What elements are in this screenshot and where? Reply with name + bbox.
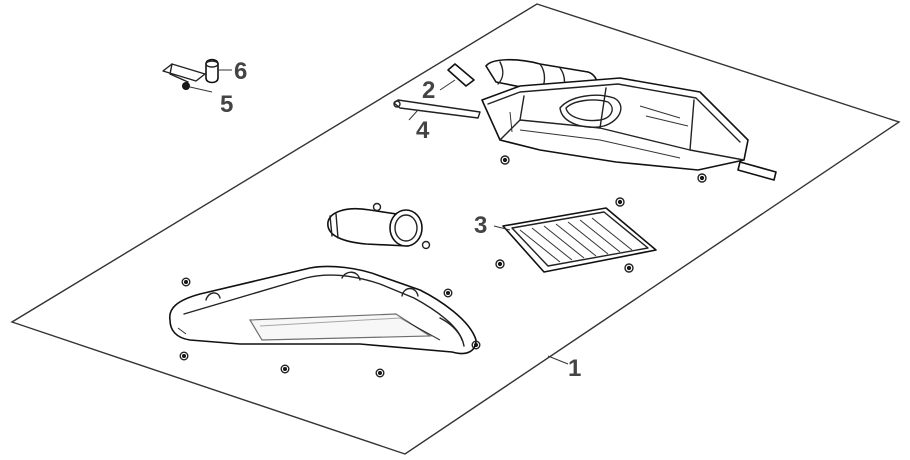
callout-4: 4: [416, 117, 430, 144]
part-4-drain-rod: [393, 99, 481, 121]
leader-line-1: [547, 355, 569, 365]
part-6-breather-tube: [162, 58, 232, 84]
upper-airbox-housing: [481, 58, 777, 183]
callout-5: 5: [220, 91, 233, 118]
callout-2: 2: [422, 77, 435, 104]
callout-3: 3: [474, 212, 487, 239]
part-2-strip: [439, 63, 475, 91]
lower-airbox-cover: [169, 265, 481, 378]
intake-duct: [327, 202, 431, 250]
callout-1: 1: [568, 355, 581, 382]
part-5-clip: [182, 82, 213, 93]
callout-6: 6: [234, 58, 247, 85]
assembly-outline: [10, 3, 901, 455]
part-3-filter-element: [493, 197, 657, 273]
